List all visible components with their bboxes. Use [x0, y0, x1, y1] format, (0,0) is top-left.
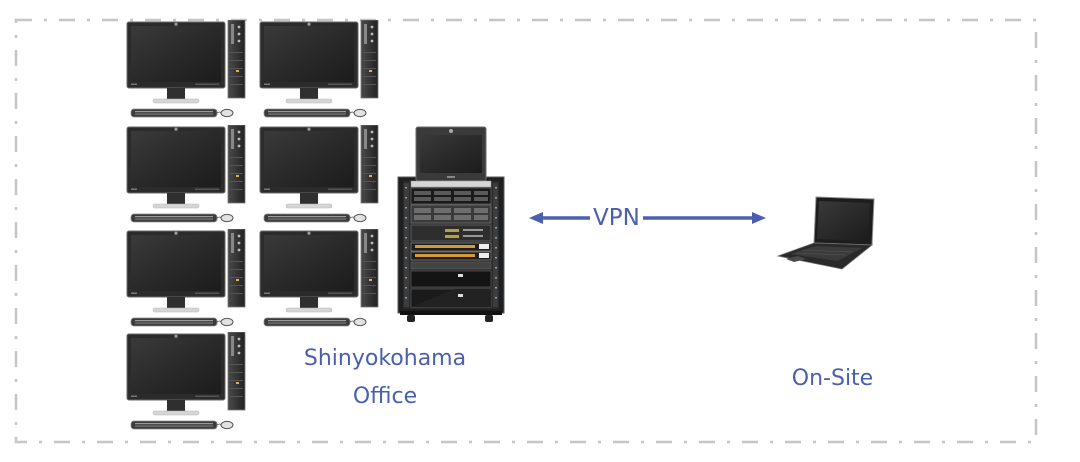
- arrowhead-right-icon: [752, 212, 766, 224]
- workstation-7: [125, 332, 250, 432]
- workstation-4: [258, 125, 383, 225]
- workstation-2: [258, 20, 383, 120]
- vpn-label: VPN: [590, 205, 643, 231]
- office-label-line2: Office: [352, 384, 418, 409]
- arrowhead-left-icon: [529, 212, 543, 224]
- on-site-label: On-Site: [791, 366, 874, 391]
- workstation-1: [125, 20, 250, 120]
- office-label-line1: Shinyokohama: [303, 346, 467, 371]
- workstation-6: [258, 229, 383, 329]
- workstation-5: [125, 229, 250, 329]
- vpn-connection-arrow: [529, 212, 766, 224]
- workstation-3: [125, 125, 250, 225]
- server-rack-icon: [397, 126, 505, 322]
- laptop-icon: [776, 196, 875, 270]
